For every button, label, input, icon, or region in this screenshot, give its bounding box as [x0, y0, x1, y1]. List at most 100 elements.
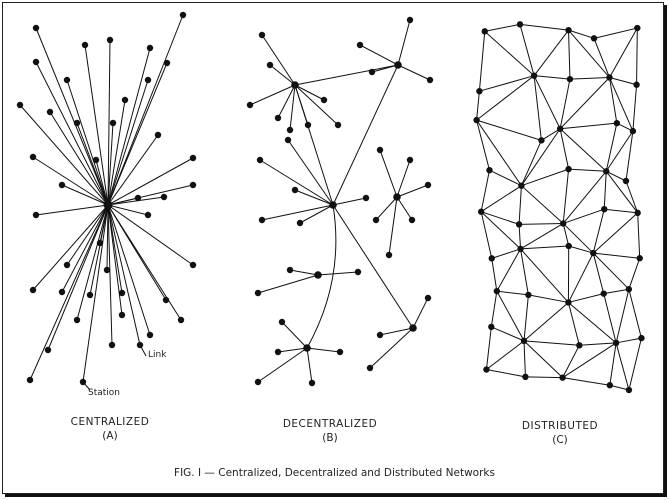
station-node — [254, 289, 262, 297]
station-node — [246, 101, 254, 109]
link — [369, 327, 414, 369]
figure-caption: FIG. I — Centralized, Decentralized and … — [174, 467, 495, 479]
link — [491, 248, 521, 259]
link — [61, 204, 109, 293]
link — [107, 204, 149, 216]
link — [541, 128, 561, 141]
station-node — [58, 288, 66, 296]
link — [579, 342, 617, 346]
link — [484, 30, 535, 77]
link — [35, 61, 109, 206]
centralized-title: CENTRALIZED — [70, 416, 150, 428]
station-node — [603, 168, 610, 175]
link — [559, 128, 607, 172]
link — [480, 211, 521, 250]
station-node — [258, 31, 266, 39]
link — [520, 248, 529, 295]
link — [534, 75, 571, 80]
station-node — [530, 72, 538, 79]
link — [388, 196, 398, 256]
link — [76, 122, 109, 206]
link — [519, 24, 535, 76]
station-node — [565, 299, 572, 306]
station-node — [625, 286, 633, 293]
link — [518, 224, 522, 249]
station-node — [576, 342, 583, 349]
link — [628, 258, 641, 290]
link — [480, 185, 522, 213]
link — [61, 184, 109, 206]
hub-node — [291, 81, 299, 89]
link — [568, 168, 607, 172]
link — [628, 337, 642, 391]
link — [606, 170, 627, 182]
link — [306, 347, 341, 353]
figure-frame — [2, 2, 664, 494]
link — [603, 171, 607, 210]
link — [107, 204, 123, 316]
link — [603, 293, 617, 344]
station-node — [46, 108, 54, 116]
station-node — [525, 291, 532, 299]
link — [523, 340, 526, 377]
link — [562, 170, 607, 224]
station-node — [362, 194, 370, 202]
station-node — [634, 209, 641, 217]
station-node — [520, 337, 528, 345]
link — [476, 119, 490, 171]
link — [479, 75, 535, 92]
link — [261, 204, 334, 221]
station-node — [29, 153, 37, 161]
link — [562, 169, 570, 224]
station-node — [366, 364, 374, 372]
station-node — [622, 177, 630, 185]
link — [66, 204, 109, 266]
link — [371, 64, 399, 73]
station-node — [44, 346, 52, 354]
station-node — [334, 121, 342, 129]
link — [615, 342, 630, 391]
station-node — [81, 41, 89, 49]
station-node — [256, 156, 264, 164]
station-node — [606, 74, 613, 81]
link — [289, 269, 319, 276]
hub-link — [306, 204, 337, 349]
station-node — [254, 378, 262, 386]
link — [521, 128, 561, 186]
station-node — [376, 331, 384, 339]
station-node — [146, 331, 154, 339]
link — [490, 291, 498, 327]
station-node — [304, 121, 312, 129]
station-node — [118, 289, 126, 297]
station-node — [286, 266, 294, 274]
link — [568, 293, 604, 303]
link — [107, 204, 113, 346]
hub-node — [303, 344, 311, 352]
station-node — [86, 291, 94, 299]
station-node — [522, 373, 529, 381]
station-node — [606, 382, 614, 389]
link — [592, 252, 630, 290]
link — [486, 340, 525, 370]
link — [294, 84, 325, 101]
station-node — [63, 261, 71, 269]
link — [35, 204, 109, 216]
station-node — [600, 290, 607, 297]
hub-link — [332, 204, 414, 329]
station-node — [613, 119, 621, 127]
link — [107, 204, 141, 346]
hub-node — [329, 201, 337, 209]
link — [609, 27, 638, 78]
hub-node — [409, 324, 417, 332]
link — [396, 159, 411, 198]
link — [84, 44, 109, 206]
station-node — [146, 44, 154, 52]
station-node — [612, 339, 620, 347]
station-node — [291, 186, 299, 194]
station-node — [336, 348, 344, 356]
link — [523, 340, 580, 346]
station-node — [354, 268, 362, 276]
hub-node — [394, 61, 402, 69]
link — [615, 289, 630, 344]
